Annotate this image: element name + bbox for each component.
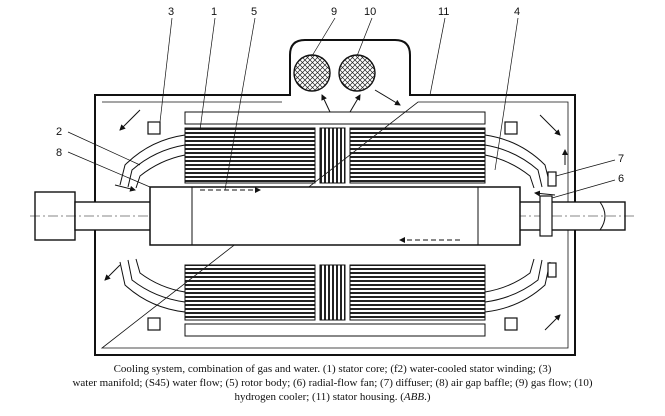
rotor-body [149, 186, 521, 246]
label-11: 11 [438, 6, 449, 18]
radial-flow-fan [539, 171, 557, 278]
water-manifold [147, 121, 518, 331]
label-3: 3 [168, 6, 174, 18]
gas-flow-arrows [104, 89, 568, 331]
label-4: 4 [514, 6, 520, 18]
label-2: 2 [56, 126, 62, 138]
generator-cooling-diagram: 3 1 5 9 10 11 4 2 8 7 6 [30, 6, 635, 356]
caption-source: ABB [403, 391, 425, 403]
caption-line-3: hydrogen cooler; (11) stator housing. (A… [0, 390, 665, 404]
caption-line-3-end: .) [424, 391, 431, 403]
caption-line-2: water manifold; (S45) water flow; (5) ro… [72, 377, 593, 389]
label-6: 6 [618, 173, 624, 185]
label-7: 7 [618, 153, 624, 165]
label-8: 8 [56, 147, 62, 159]
label-1: 1 [211, 6, 217, 18]
caption-line-1: Cooling system, combination of gas and w… [113, 363, 552, 375]
label-9: 9 [331, 6, 337, 18]
shaft [30, 191, 635, 241]
stator-core-lower [184, 264, 486, 337]
hydrogen-cooler [293, 54, 376, 92]
stator-winding [119, 134, 551, 313]
leader-lines [67, 17, 616, 199]
label-5: 5 [251, 6, 257, 18]
number-labels: 3 1 5 9 10 11 4 2 8 7 6 [56, 6, 624, 185]
label-10: 10 [364, 6, 376, 18]
caption-line-3-main: hydrogen cooler; (11) stator housing. ( [234, 391, 404, 403]
figure-caption: Cooling system, combination of gas and w… [0, 362, 665, 404]
stator-core-upper [184, 111, 486, 184]
